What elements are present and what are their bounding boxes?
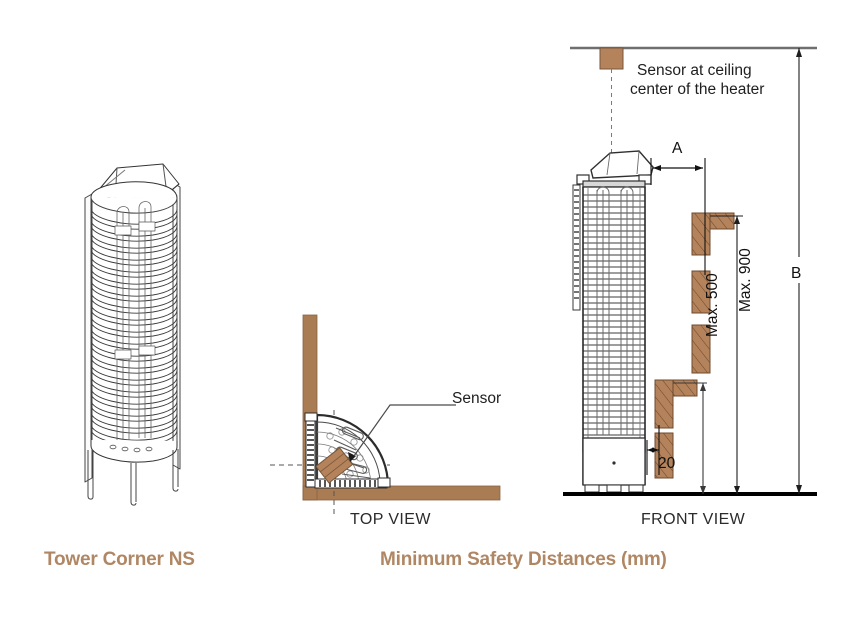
dimension-label-A: A (672, 140, 683, 157)
front-view-diagram (563, 46, 817, 496)
control-strip (572, 184, 581, 311)
dimension-A (650, 158, 706, 275)
dimension-label-max-500: Max. 500 (704, 273, 721, 337)
ceiling-sensor-block (599, 47, 624, 70)
sensor-block-top-view (315, 447, 356, 484)
left-product-illustration (84, 163, 181, 506)
product-title-caption: Tower Corner NS (44, 549, 195, 570)
left-edge-ribbing (304, 412, 318, 488)
sensor-callout-label: Sensor (452, 390, 502, 407)
safety-distances-caption: Minimum Safety Distances (mm) (380, 549, 667, 570)
front-view-label: FRONT VIEW (641, 511, 746, 528)
dimension-label-B: B (791, 265, 802, 282)
dimension-max500 (673, 382, 707, 494)
dimension-label-20: 20 (658, 455, 676, 472)
dimension-label-max-900: Max. 900 (737, 248, 754, 312)
sensor-leader-line (353, 404, 456, 457)
dimension-B (796, 48, 802, 494)
ceiling-note-line-2: center of the heater (630, 81, 765, 98)
bottom-edge-ribbing (314, 477, 391, 489)
dimension-max900 (710, 215, 743, 494)
top-view-label: TOP VIEW (350, 511, 431, 528)
top-view-heater-body (304, 412, 391, 489)
hatched-bench-blocks (654, 212, 735, 479)
dimension-20 (646, 425, 660, 475)
front-view-heater (572, 150, 654, 493)
ceiling-note-line-1: Sensor at ceiling (637, 62, 752, 79)
top-view-diagram (270, 314, 501, 515)
